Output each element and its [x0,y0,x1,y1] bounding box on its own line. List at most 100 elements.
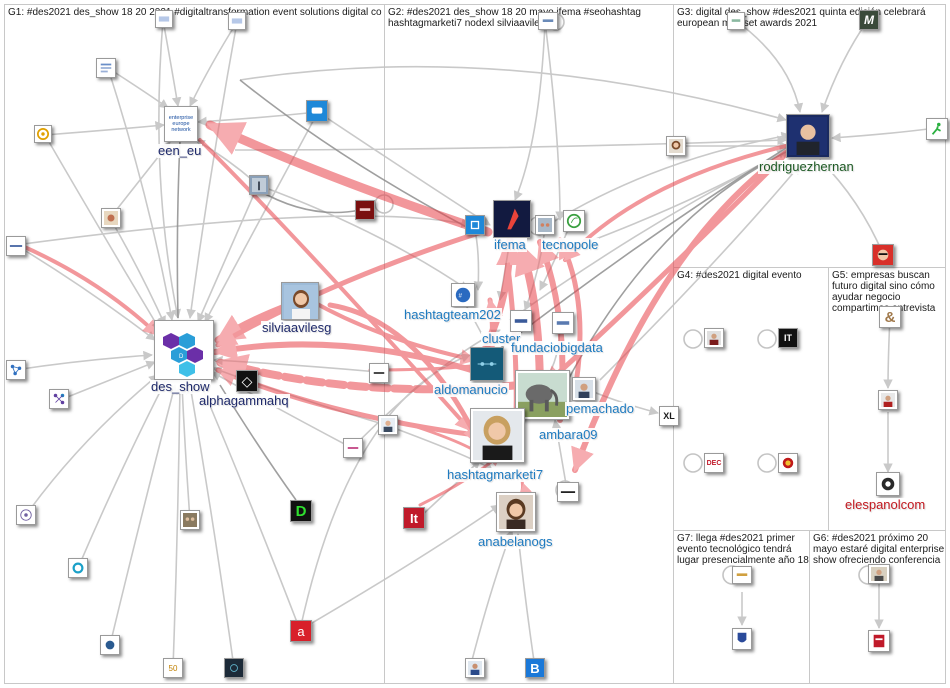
label-silviaavilesg: silviaavilesg [261,320,333,335]
label-pemachado: pemachado [565,401,635,416]
node-blue-box[interactable] [465,215,485,235]
node-circle-seal[interactable] [100,635,120,655]
seal-icon [105,640,115,650]
node-young-man[interactable] [465,658,485,678]
man-portrait-icon [789,117,827,155]
node-aldomanucio[interactable] [470,347,504,381]
it-logo-text: It [410,510,418,526]
target-icon [20,509,32,521]
node-woman-g3[interactable] [666,136,686,156]
label-des-show: des_show [150,379,211,394]
group-box-g6: G6: #des2021 próximo 20 mayo estaré digi… [809,530,946,684]
node-a-logo[interactable]: a [290,620,312,642]
node-een-small-1[interactable] [155,10,173,28]
node-ifema[interactable] [493,200,531,238]
node-runner-logo[interactable] [926,118,948,140]
node-g3-top-left[interactable] [727,12,745,30]
node-hashtagmarketi7[interactable] [470,408,525,463]
chat-bubble-icon [311,107,323,114]
node-anabelanogs[interactable] [496,492,536,532]
group-title-g1: G1: #des2021 des_show 18 20 2021 #digita… [8,7,382,18]
node-office-photo[interactable] [101,208,121,228]
node-it-insight[interactable]: IT [778,328,798,348]
node-cluster[interactable] [510,310,532,332]
banner-logo-icon [9,245,23,247]
node-ring-logo[interactable] [68,558,88,578]
man-portrait-icon [381,418,395,432]
node-een-eu[interactable]: enterprise europe network [164,106,198,142]
group-title-g7: G7: llega #des2021 primer evento tecnoló… [677,533,809,566]
node-group-photo[interactable] [180,510,200,530]
elephant-photo-icon [518,373,567,418]
node-doc-logo[interactable] [96,58,116,78]
node-tecnopole[interactable] [563,210,585,232]
man-portrait-icon [871,567,887,582]
node-silviaavilesg[interactable] [281,282,319,320]
node-dark-square[interactable] [224,658,244,678]
een-logo-text: enterprise europe network [168,115,194,133]
label-hashtagteam: hashtagteam202 [403,307,502,322]
node-des-show[interactable]: D [154,320,214,380]
group-title-g6: G6: #des2021 próximo 20 mayo estaré digi… [813,533,945,566]
node-g7-crest[interactable] [732,628,752,650]
running-person-icon [929,121,945,137]
label-een-eu: een_eu [157,143,203,158]
node-text-logo[interactable] [369,363,389,383]
node-pink-logo[interactable] [343,438,363,458]
pink-logo-icon [347,447,359,449]
text-logo-icon [373,372,385,374]
node-xl-logo[interactable]: XL [659,406,679,426]
label-elespanolcom: elespanolcom [844,497,927,512]
node-people-photo[interactable] [535,215,555,235]
node-top-logo[interactable] [538,12,558,30]
network-diagram-icon [10,364,22,376]
node-g6-book[interactable] [868,630,890,652]
cluster-logo-icon [514,319,528,323]
node-chat-logo[interactable] [306,100,328,122]
node-avatar-glasses[interactable] [872,244,894,266]
node-fifty-logo[interactable]: 50 [163,658,183,678]
node-een-small-2[interactable] [228,12,246,30]
node-person-standing[interactable] [249,175,269,195]
node-g6-man[interactable] [868,564,890,584]
circuit-logo-icon [477,362,497,366]
node-network-diagram-1[interactable] [6,360,26,380]
banner-logo-icon [560,491,576,493]
svg-text:D: D [179,354,184,360]
node-circle-badge[interactable] [34,125,52,143]
des-hexagon-logo-icon: D [163,333,203,377]
label-alphagammahq: alphagammahq [198,393,290,408]
box-logo-icon [470,220,480,230]
node-fundaciobigdata[interactable] [552,312,574,334]
node-small-banner[interactable] [557,482,579,502]
node-m-logo[interactable]: M [859,10,879,30]
node-b-logo[interactable]: B [525,658,545,678]
node-red-seal[interactable] [778,453,798,473]
lion-logo-icon [879,475,897,493]
label-ambara09: ambara09 [538,427,599,442]
d-logo-text: D [295,502,307,520]
node-amp-logo[interactable]: & [879,306,901,328]
node-hashtagteam[interactable]: # [451,283,475,307]
node-target-logo[interactable] [16,505,36,525]
node-g4-man[interactable] [704,328,724,348]
node-alphagammahq[interactable]: ◇ [236,370,258,392]
node-elespanolcom[interactable] [876,472,900,496]
node-pemachado[interactable] [572,377,596,401]
node-man-portrait[interactable] [378,415,398,435]
svg-text:#: # [459,293,463,300]
node-red-banner[interactable] [355,200,375,220]
node-network-diagram-2[interactable] [49,389,69,409]
node-banner-logo[interactable] [6,236,26,256]
node-it-logo[interactable]: It [403,507,425,529]
node-rodriguezhernan[interactable] [786,114,830,158]
circle-badge-icon [37,128,49,140]
hashtag-team-logo-icon: # [455,287,471,303]
a-logo-text: a [297,623,305,639]
node-g5-man[interactable] [878,390,898,410]
label-tecnopole: tecnopole [541,237,600,252]
node-dec-logo[interactable]: DEC [704,453,724,473]
node-d-logo[interactable]: D [290,500,312,522]
node-g7-logo[interactable] [732,566,752,584]
